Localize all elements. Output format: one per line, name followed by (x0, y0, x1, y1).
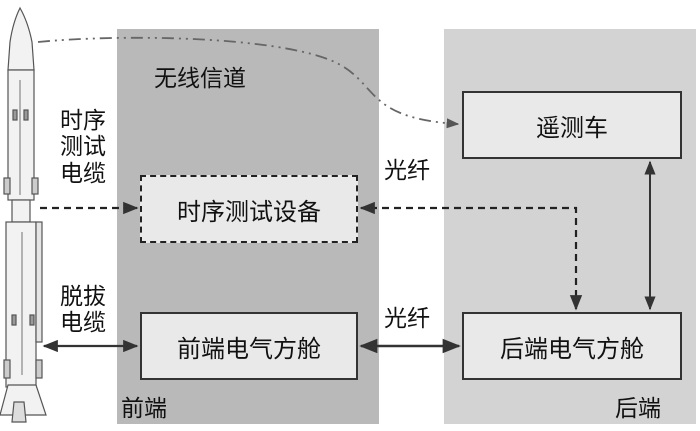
pull-cable-label: 脱拔 电缆 (55, 284, 111, 337)
wireless-channel-label: 无线信道 (154, 66, 246, 92)
fiber-label-top: 光纤 (384, 158, 430, 184)
back-end-label: 后端 (615, 396, 661, 422)
fiber-label-bottom: 光纤 (384, 306, 430, 332)
timing-cable-label-line1: 时序 (60, 108, 106, 134)
timing-cable-label-line3: 电缆 (60, 160, 106, 187)
wireless-channel-line (37, 36, 460, 129)
timing-cable-label-line2: 测试 (60, 134, 106, 161)
front-end-label: 前端 (121, 396, 167, 422)
timing-cable-label: 时序 测试 电缆 (55, 108, 111, 187)
timing-test-equipment-box: 时序测试设备 (140, 175, 358, 243)
pull-cable-label-line1: 脱拔 (60, 284, 106, 310)
fiber-dashed-line (359, 201, 583, 311)
front-electrical-cabin-box: 前端电气方舱 (140, 312, 358, 380)
rocket-icon (0, 6, 47, 423)
pull-cable-label-line2: 电缆 (60, 310, 106, 337)
back-electrical-cabin-box: 后端电气方舱 (462, 312, 682, 380)
telemetry-vehicle-box: 遥测车 (462, 91, 682, 159)
